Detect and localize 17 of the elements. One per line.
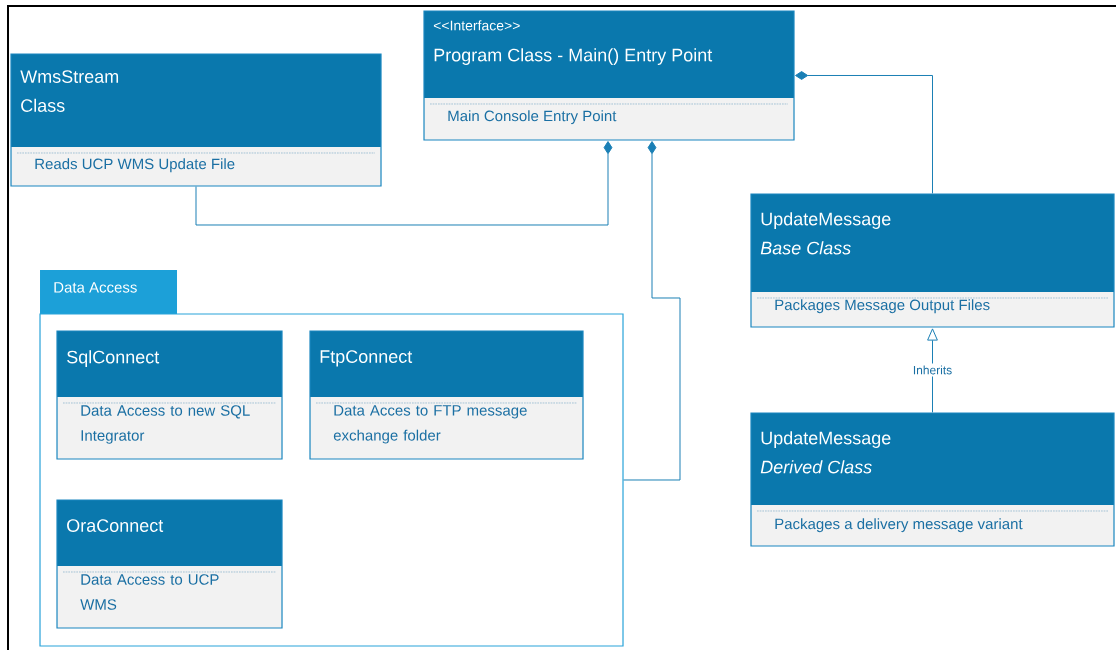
class-kind-label: Base Class (760, 241, 851, 255)
class-kind-label: Derived Class (760, 460, 872, 474)
connector (795, 71, 933, 194)
class-name: UpdateMessage (761, 212, 891, 229)
edge-label: Inherits (910, 363, 955, 377)
class-description: Main Console Entry Point (448, 110, 617, 125)
connector (623, 141, 681, 481)
class-name: Program Class - Main() Entry Point (434, 48, 713, 65)
class-name: WmsStream Class (20, 70, 119, 112)
class-name: UpdateMessage (761, 431, 891, 448)
class-description: Packages a delivery message variant (775, 518, 1023, 533)
class-description: Reads UCP WMS Update File (35, 158, 235, 173)
package-label: Data Access (54, 282, 137, 293)
connector (195, 141, 613, 226)
stereotype-label: <<Interface>> (433, 20, 520, 31)
connector (927, 328, 938, 413)
class-description: Packages Message Output Files (775, 299, 990, 314)
